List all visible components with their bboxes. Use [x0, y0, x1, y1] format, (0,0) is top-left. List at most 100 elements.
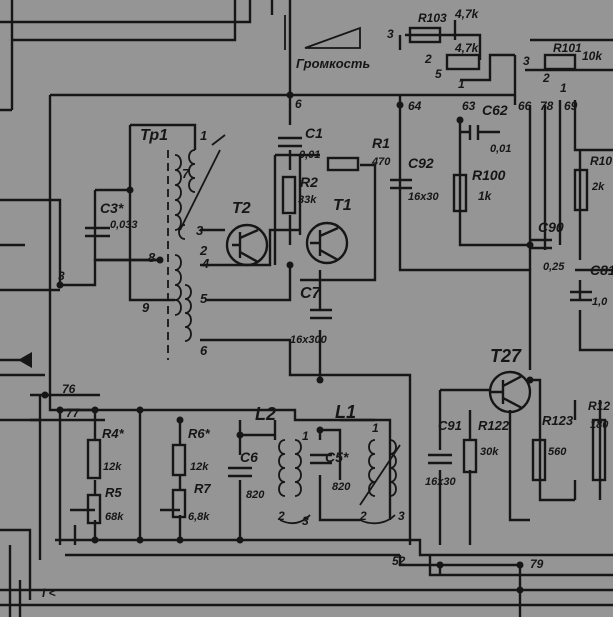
capacitor-c92	[390, 178, 412, 190]
label-r7: R7	[194, 481, 211, 496]
label-r123-value: 560	[548, 446, 567, 458]
components	[18, 26, 607, 594]
l2-pin-2: 2	[277, 509, 285, 523]
label-r103: R103	[418, 11, 447, 25]
label-c62-value: 0,01	[490, 143, 511, 155]
arrow-marker	[18, 352, 32, 368]
label-4-7k-b: 4,7k	[454, 41, 480, 55]
bottom-label: I <	[42, 586, 56, 600]
label-r102-value: 2k	[591, 181, 605, 193]
label-c7-value: 16x300	[290, 334, 328, 346]
l1-pin-3: 3	[398, 509, 405, 523]
resistor-r5	[86, 493, 102, 525]
pin-2: 2	[199, 243, 208, 258]
pin-1: 1	[200, 128, 207, 143]
label-c7: C7	[300, 285, 322, 302]
node-63: 63	[462, 99, 476, 113]
label-r101-value: 10k	[582, 49, 603, 63]
capacitor-c91	[428, 453, 452, 465]
label-c1: C1	[305, 125, 323, 141]
resistor-r6	[171, 443, 187, 477]
label-r6-value: 12k	[190, 461, 209, 473]
pin-9: 9	[142, 300, 150, 315]
label-r5: R5	[105, 485, 122, 500]
label-r2: R2	[300, 174, 318, 190]
label-c90: C90	[538, 219, 564, 235]
label-r122-value: 30k	[480, 446, 499, 458]
pin-3: 3	[196, 223, 204, 238]
resistor-r7	[171, 488, 187, 519]
node-1-r103: 1	[458, 77, 465, 91]
capacitor-c3	[85, 226, 110, 238]
resistor-r123	[531, 438, 547, 482]
node-77: 77	[66, 406, 81, 420]
resistor-r100	[452, 173, 468, 213]
label-r5-value: 68k	[105, 511, 124, 523]
label-r1-value: 470	[371, 156, 391, 168]
capacitor-c81	[570, 290, 592, 302]
label-tp1: Тр1	[140, 127, 168, 144]
label-r1: R1	[372, 135, 390, 151]
label-c90-value: 0,25	[543, 261, 565, 273]
label-4-7k-a: 4,7k	[454, 7, 480, 21]
resistor-r2	[281, 175, 297, 215]
label-c3-value: 0,033	[110, 219, 138, 231]
label-c5-value: 820	[332, 481, 351, 493]
label-c3: C3*	[100, 200, 124, 216]
label-r7-value: 6,8k	[188, 511, 210, 523]
node-2-r103: 2	[424, 52, 432, 66]
label-r101: R101	[553, 41, 582, 55]
label-t27: T27	[490, 346, 522, 366]
pin-4: 4	[201, 256, 210, 271]
node-64: 64	[408, 99, 422, 113]
resistor-4-7k	[445, 53, 481, 71]
node-52: 52	[392, 554, 406, 568]
label-c91-value: 16x30	[425, 476, 456, 488]
transistor-t1	[305, 221, 349, 265]
node-1-r101: 1	[560, 81, 567, 95]
label-r4: R4*	[102, 426, 125, 441]
l2-pin-1: 1	[302, 429, 309, 443]
resistor-r102	[573, 168, 589, 212]
capacitor-c7	[310, 308, 332, 320]
resistor-r12x	[591, 418, 607, 482]
capacitor-c62	[460, 125, 500, 140]
node-2-r101: 2	[542, 71, 550, 85]
label-l2: L2	[255, 404, 276, 424]
label-r100: R100	[472, 167, 506, 183]
label-c6-value: 820	[246, 489, 265, 501]
label-c62: C62	[482, 102, 508, 118]
label-c92-value: 16x30	[408, 191, 439, 203]
label-c92: C92	[408, 155, 434, 171]
node-3-r103: 3	[387, 27, 394, 41]
node-69: 69	[564, 99, 578, 113]
capacitor-c1	[278, 136, 302, 148]
label-r100-value: 1k	[478, 189, 493, 203]
label-c91: C91	[438, 418, 462, 433]
l1-pin-2: 2	[359, 509, 367, 523]
capacitor-c90	[530, 238, 552, 250]
label-c5: C5*	[325, 449, 349, 465]
node-3-left: 3	[58, 269, 65, 283]
l2-pin-3: 3	[302, 514, 309, 528]
transistor-t2	[225, 223, 269, 267]
node-5: 5	[435, 67, 442, 81]
l1-pin-1: 1	[372, 421, 379, 435]
label-l1: L1	[335, 402, 356, 422]
label-c6: C6	[240, 449, 258, 465]
pin-5: 5	[200, 291, 208, 306]
resistor-r4	[86, 438, 102, 480]
resistor-r1	[326, 156, 360, 172]
pin-8: 8	[148, 250, 156, 265]
label-t1: T1	[333, 197, 352, 214]
labels: Тр1 C3* 0,033 T2 T1 C1 0,01 R2 33k R1 47…	[42, 7, 613, 600]
node-3-r101: 3	[523, 54, 530, 68]
node-76: 76	[62, 382, 76, 396]
label-volume: Громкость	[296, 56, 370, 71]
label-r102: R10	[590, 154, 612, 168]
pin-7: 7	[182, 166, 190, 181]
resistor-r103	[408, 26, 442, 44]
label-r12x: R12	[588, 399, 610, 413]
label-r2-value: 33k	[298, 194, 317, 206]
